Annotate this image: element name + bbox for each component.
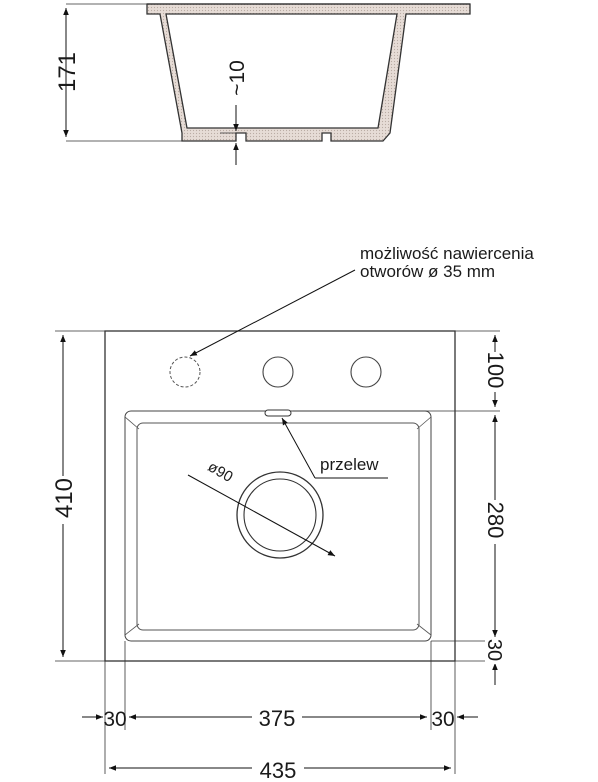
bottom-thickness-value: ~10 (226, 60, 249, 96)
bowl-length-label-bg (485, 500, 507, 544)
bowl-corner-br (416, 623, 432, 636)
sink-outer-outline (104, 330, 456, 662)
tap-hole-note-leader (189, 269, 356, 357)
left-dimensions: 410 (51, 330, 105, 662)
length-label-bg (52, 476, 76, 524)
bottom-dimensions: 30 375 30 435 (82, 641, 478, 782)
bowl-corner-bl (124, 623, 140, 636)
left-margin-value: 30 (103, 708, 126, 731)
plan-view: ø90 możliwość nawiercenia otworów ø 35 m… (104, 244, 534, 662)
bowl-corner-tl (124, 416, 140, 430)
bowl-length-value: 280 (483, 502, 508, 539)
back-margin-label-bg (485, 352, 507, 392)
bowl-corner-tr (416, 416, 432, 430)
back-margin-value: 100 (483, 352, 508, 389)
sink-section-profile (146, 3, 471, 142)
overflow-slot (264, 409, 292, 417)
right-margin-value: 30 (431, 708, 454, 731)
bowl-inner-edge (136, 422, 420, 631)
right-dimensions: 100 280 30 (293, 330, 508, 685)
drain-inner-ring (243, 478, 317, 552)
tap-hole-note-line1: możliwość nawiercenia (360, 244, 534, 263)
width-label-bg (252, 756, 304, 782)
width-value: 435 (260, 758, 297, 782)
bowl-width-value: 375 (259, 706, 296, 731)
front-margin-label-bg (485, 638, 507, 664)
tap-hole-middle (262, 356, 294, 388)
length-value: 410 (51, 478, 78, 518)
depth-value: 171 (54, 52, 81, 92)
tap-hole-right (350, 356, 382, 388)
overflow-leader (281, 417, 316, 479)
optional-tap-hole (169, 356, 201, 388)
drain-diameter-leader (187, 474, 336, 557)
overflow-label: przelew (320, 455, 379, 474)
bowl-width-label-bg (252, 704, 302, 730)
drain-outer-ring (236, 471, 324, 559)
tap-hole-note-line2: otworów ø 35 mm (360, 262, 495, 281)
side-section-view: 171 ~10 (54, 3, 471, 165)
front-margin-value: 30 (483, 639, 505, 661)
